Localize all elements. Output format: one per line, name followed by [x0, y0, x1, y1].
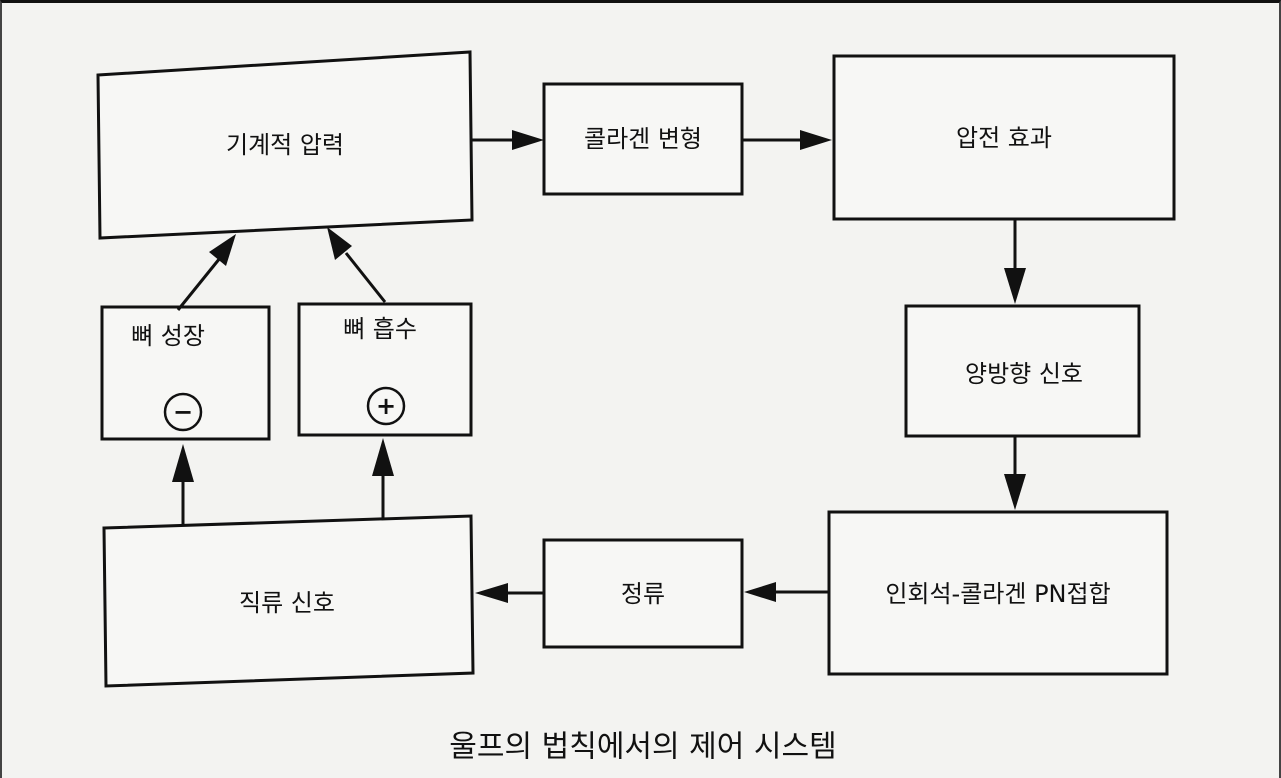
dc-signal-box: [102, 514, 475, 688]
mechanical-stress-box: [96, 50, 474, 240]
arrow-rectification-to-dc: [475, 583, 544, 603]
arrow-resorption-to-stress: [327, 227, 387, 303]
pn-junction-label: 인회석-콜라겐 PN접합: [885, 580, 1110, 608]
arrow-dc-to-growth: [172, 444, 194, 524]
bone-resorption-box: [297, 302, 473, 437]
collagen-deformation-box: [542, 82, 744, 196]
bone-resorption-sign: +: [376, 392, 396, 420]
collagen-deformation-label: 콜라겐 변형: [584, 125, 702, 153]
bone-growth-sign: −: [173, 398, 193, 426]
plus-sign-icon: [366, 386, 406, 426]
rectification-box: [542, 538, 744, 649]
pn-junction-box: [827, 510, 1169, 676]
piezoelectric-effect-label: 압전 효과: [956, 124, 1052, 152]
rectification-label: 정류: [621, 580, 665, 608]
arrow-bidirectional-to-pn: [1004, 436, 1026, 510]
bidirectional-signal-box: [904, 304, 1141, 438]
arrow-stress-to-collagen: [472, 130, 544, 150]
bone-growth-label: 뼈 성장: [131, 322, 205, 350]
bone-growth-box: [100, 305, 271, 441]
arrow-pn-to-rectification: [744, 582, 829, 602]
mechanical-stress-label: 기계적 압력: [226, 131, 344, 159]
arrow-growth-to-stress: [176, 234, 236, 311]
bidirectional-signal-label: 양방향 신호: [965, 360, 1083, 388]
dc-signal-label: 직류 신호: [239, 589, 335, 617]
figure-caption: 울프의 법칙에서의 제어 시스템: [449, 730, 836, 765]
arrow-dc-to-resorption: [372, 438, 394, 518]
arrow-piezo-to-bidirectional: [1004, 219, 1026, 304]
minus-sign-icon: [163, 392, 203, 432]
arrow-collagen-to-piezo: [742, 130, 832, 150]
bone-resorption-label: 뼈 흡수: [343, 315, 417, 343]
piezoelectric-effect-box: [832, 54, 1176, 221]
